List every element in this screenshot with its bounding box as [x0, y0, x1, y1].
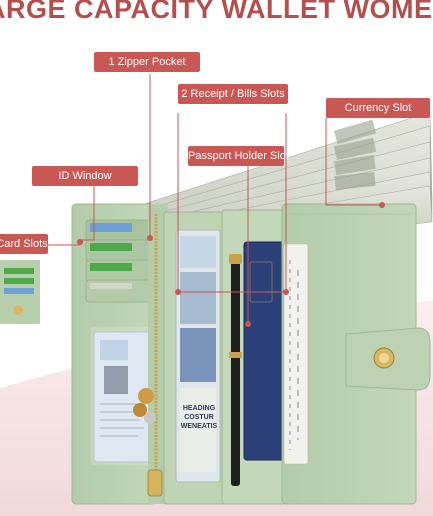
callout-passport-slot: Passport Holder Slot: [188, 146, 289, 166]
callout-card-slots: Card Slots: [0, 234, 48, 254]
callout-lines: [46, 74, 382, 324]
passport-panel: [221, 209, 287, 505]
id-window-text: HEADING COSTUR WENEATIS: [178, 404, 220, 431]
headline: ARGE CAPACITY WALLET WOMEN: [0, 0, 433, 24]
callout-receipt-slots: 2 Receipt / Bills Slots: [178, 84, 288, 104]
callout-id-window: ID Window: [32, 166, 138, 186]
wallet-left-panel: [71, 203, 157, 505]
callout-dots: [77, 202, 385, 327]
zipper-pocket: [133, 204, 168, 504]
id-text-line3: WENEATIS: [180, 423, 218, 430]
id-text-line1: HEADING: [182, 405, 216, 412]
inset-thumbnail: [0, 260, 40, 324]
wallet-right-panel: [281, 203, 431, 505]
id-window-panel: [163, 211, 227, 505]
id-text-line2: COSTUR: [184, 414, 214, 421]
callout-zipper-pocket: 1 Zipper Pocket: [94, 52, 200, 72]
callout-currency-slot: Currency Slot: [326, 98, 430, 118]
